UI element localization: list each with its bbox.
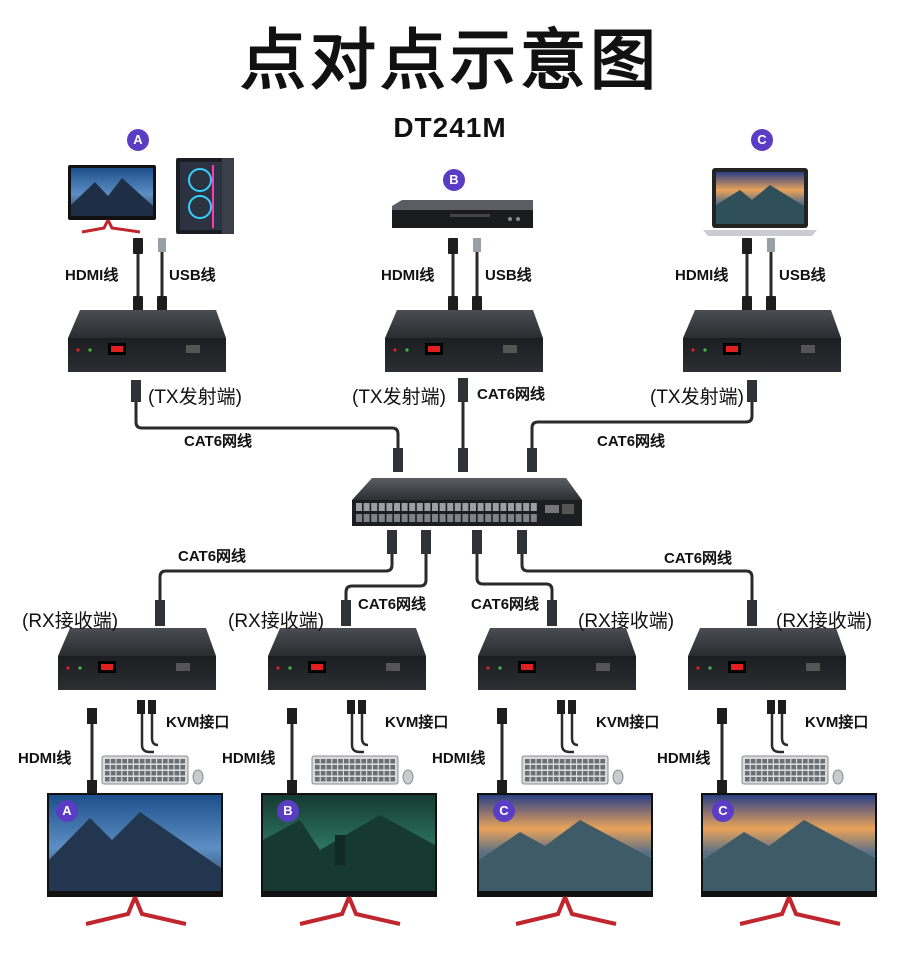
source-connectors [133, 238, 776, 312]
rx-peripheral-set-3 [497, 700, 624, 796]
rx-peripheral-set-1 [87, 700, 204, 796]
source-b-hdmi-label: HDMI线 [381, 267, 435, 284]
rx-1-cable-label: CAT6网线 [178, 548, 247, 565]
rx-network-cables [158, 535, 754, 612]
rx-device-2 [268, 628, 426, 690]
tx-b-cable-label: CAT6网线 [477, 386, 546, 403]
source-c-usb-label: USB线 [779, 267, 826, 284]
rx-2-hdmi-label: HDMI线 [222, 750, 276, 767]
source-b-dvd-player [392, 200, 533, 228]
source-b-usb-label: USB线 [485, 267, 532, 284]
source-a-monitor [68, 165, 156, 234]
network-switch [352, 478, 582, 526]
rx-peripheral-set-2 [287, 700, 414, 796]
tx-b-label: (TX发射端) [352, 387, 446, 408]
source-c-badge: C [751, 129, 773, 151]
tx-devices [68, 310, 841, 372]
tx-device-1 [68, 310, 226, 372]
tx-device-3 [683, 310, 841, 372]
source-c-laptop [703, 168, 817, 236]
monitor-a-badge: A [56, 800, 78, 822]
source-a-hdmi-label: HDMI线 [65, 267, 119, 284]
monitor-c2 [701, 793, 877, 926]
rx-4-label: (RX接收端) [776, 611, 873, 632]
rx-3-kvm-label: KVM接口 [596, 714, 660, 731]
rx-4-kvm-label: KVM接口 [805, 714, 869, 731]
tx-right-cable-label: CAT6网线 [597, 433, 666, 450]
monitor-c2-badge: C [712, 800, 734, 822]
page-title: 点对点示意图 [240, 23, 660, 97]
rx-peripherals [87, 700, 844, 796]
monitor-b-badge: B [277, 800, 299, 822]
model-number: DT241M [393, 112, 507, 143]
rx-2-kvm-label: KVM接口 [385, 714, 449, 731]
tx-cable-plugs [131, 378, 757, 472]
rx-device-4 [688, 628, 846, 690]
rx-device-1 [58, 628, 216, 690]
rx-2-label: (RX接收端) [228, 611, 325, 632]
rx-3-hdmi-label: HDMI线 [432, 750, 486, 767]
rx-devices [58, 628, 846, 690]
source-a-usb-label: USB线 [169, 267, 216, 284]
rx-1-label: (RX接收端) [22, 611, 119, 632]
tx-c-label: (TX发射端) [650, 387, 744, 408]
source-a-badge: A [127, 129, 149, 151]
monitor-b [261, 793, 437, 926]
rx-2-cable-label: CAT6网线 [358, 596, 427, 613]
source-b-badge: B [443, 169, 465, 191]
rx-4-cable-label: CAT6网线 [664, 550, 733, 567]
tx-device-2 [385, 310, 543, 372]
rx-1-kvm-label: KVM接口 [166, 714, 230, 731]
source-c-hdmi-label: HDMI线 [675, 267, 729, 284]
tx-a-label: (TX发射端) [148, 387, 242, 408]
rx-3-cable-label: CAT6网线 [471, 596, 540, 613]
monitor-c1-badge: C [493, 800, 515, 822]
rx-peripheral-set-4 [717, 700, 844, 796]
rx-4-hdmi-label: HDMI线 [657, 750, 711, 767]
rx-cable-plugs [155, 530, 757, 626]
rx-device-3 [478, 628, 636, 690]
source-a-pc-tower [176, 158, 234, 234]
rx-3-label: (RX接收端) [578, 611, 675, 632]
tx-left-cable-label: CAT6网线 [184, 433, 253, 450]
rx-1-hdmi-label: HDMI线 [18, 750, 72, 767]
